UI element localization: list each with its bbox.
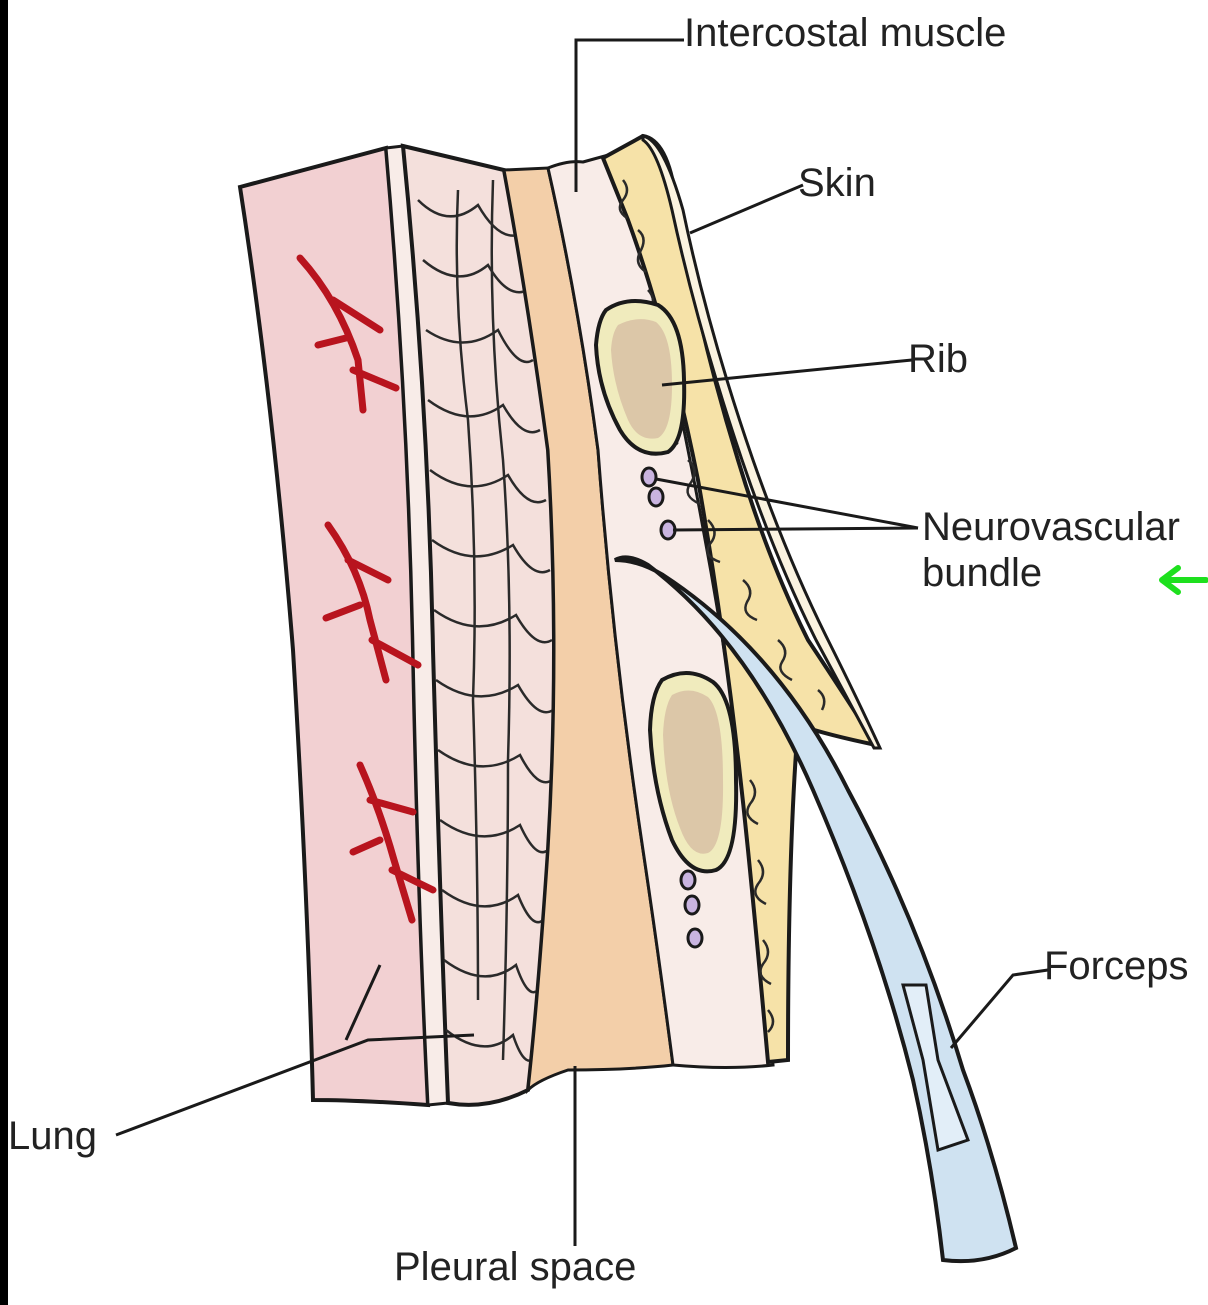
label-skin: Skin — [798, 160, 876, 206]
leader-forceps — [951, 970, 1048, 1048]
label-intercostal-muscle: Intercostal muscle — [684, 10, 1006, 56]
arrow-left-icon — [1148, 560, 1208, 600]
leader-skin — [690, 185, 803, 233]
label-rib: Rib — [908, 336, 968, 382]
leader-neuro-2 — [673, 528, 918, 530]
label-neurovascular-line1: Neurovascular — [922, 504, 1180, 550]
label-neurovascular-bundle: Neurovascular bundle — [922, 504, 1180, 596]
diagram-canvas: Intercostal muscle Skin Rib Neurovascula… — [8, 0, 1208, 1305]
label-pleural-space: Pleural space — [394, 1244, 636, 1290]
label-neurovascular-line2: bundle — [922, 550, 1180, 596]
label-forceps: Forceps — [1044, 943, 1189, 989]
label-lung: Lung — [8, 1113, 97, 1159]
chest-wall-illustration — [8, 0, 1208, 1305]
